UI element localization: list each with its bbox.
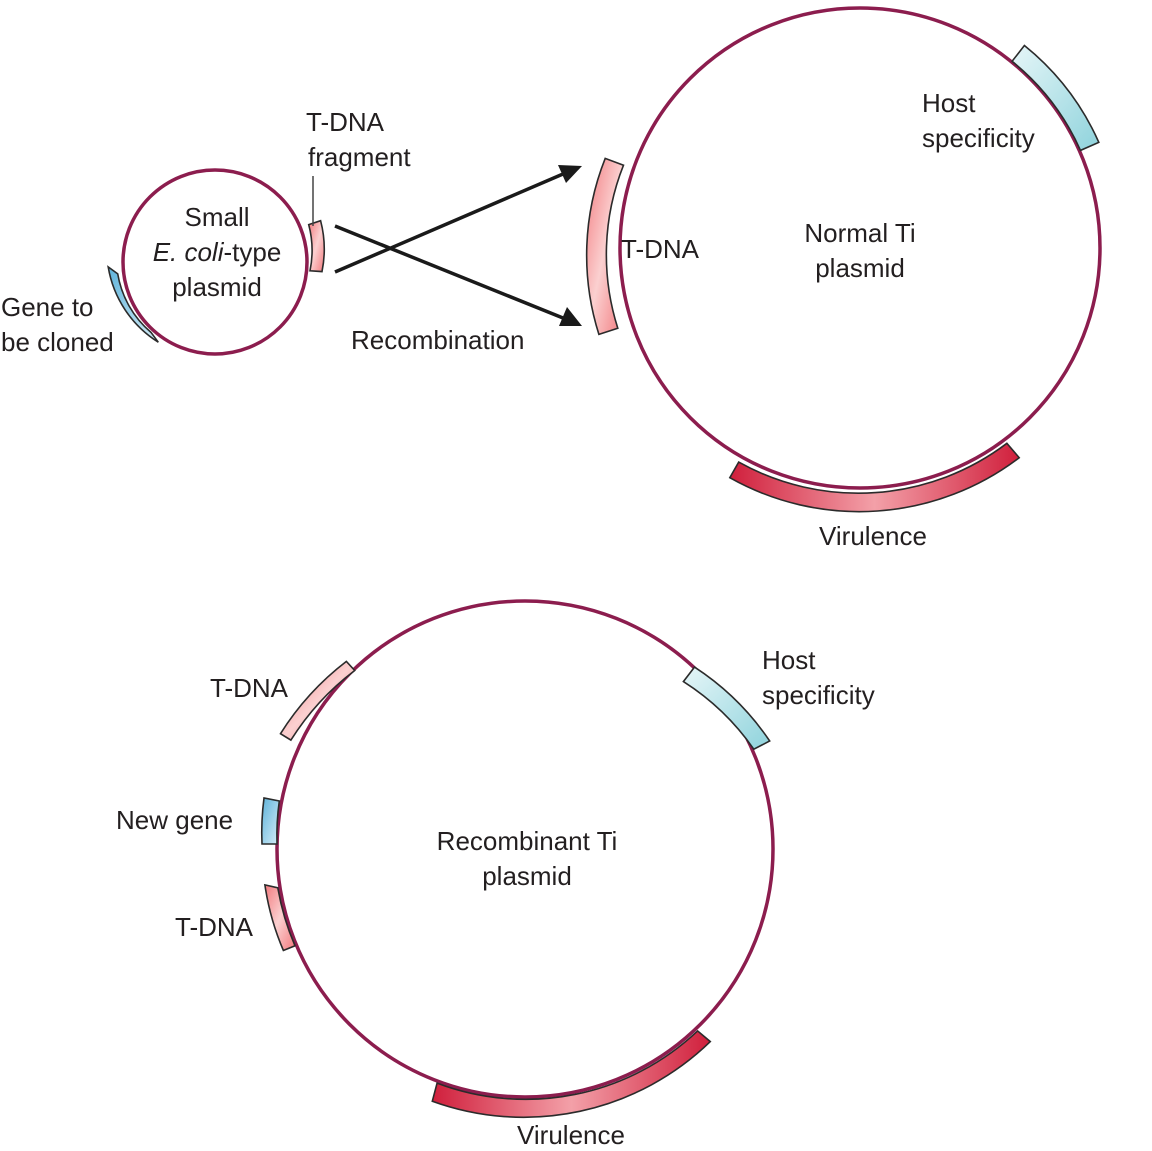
normal-tdna-label: T-DNA <box>621 234 700 264</box>
gene-to-be-cloned-segment <box>107 265 159 343</box>
normal-ti-plasmid: Normal Ti plasmid T-DNA Host specificity… <box>585 6 1102 551</box>
normal-virulence-label: Virulence <box>819 521 927 551</box>
svg-text:E. coli-type: E. coli-type <box>153 237 282 267</box>
recombinant-host-label-line2: specificity <box>762 680 875 710</box>
tdna-fragment-segment <box>307 219 326 273</box>
recombinant-ti-title-line1: Recombinant Ti <box>437 826 618 856</box>
normal-ti-ring <box>618 6 1102 490</box>
arrow-head-down <box>559 307 582 326</box>
normal-host-specificity-segment <box>1010 44 1100 152</box>
recombinant-new-gene-segment <box>260 797 281 845</box>
recombinant-tdna-top-label: T-DNA <box>210 673 289 703</box>
recombination-arrows: Recombination <box>334 165 582 355</box>
small-plasmid-ring <box>121 168 309 356</box>
small-plasmid: Small E. coli-type plasmid T-DNA fragmen… <box>1 107 411 357</box>
gene-to-be-cloned-label-line1: Gene to <box>1 292 94 322</box>
tdna-fragment-label-line2: fragment <box>308 142 411 172</box>
tdna-fragment-label-line1: T-DNA <box>306 107 385 137</box>
recombinant-host-specificity-segment <box>682 666 771 751</box>
arrow-line-up <box>334 172 564 274</box>
normal-host-label-line1: Host <box>922 88 976 118</box>
normal-virulence-segment <box>728 442 1021 513</box>
svg-text:Small: Small <box>184 202 249 232</box>
recombinant-virulence-segment <box>431 1029 712 1119</box>
recombinant-ti-title-line2: plasmid <box>482 861 572 891</box>
arrow-line-down <box>334 224 564 320</box>
recombinant-virulence-label: Virulence <box>517 1120 625 1150</box>
recombinant-tdna-bottom-label: T-DNA <box>175 912 254 942</box>
recombinant-new-gene-label: New gene <box>116 805 233 835</box>
normal-ti-title-line2: plasmid <box>815 253 905 283</box>
small-plasmid-title-rest: -type <box>224 237 282 267</box>
recombinant-tdna-bottom-segment <box>263 883 297 952</box>
arrow-head-up <box>558 165 582 183</box>
recombinant-host-label-line1: Host <box>762 645 816 675</box>
small-plasmid-title-line1: Small <box>184 202 249 232</box>
normal-host-label-line2: specificity <box>922 123 1035 153</box>
normal-ti-title-line1: Normal Ti <box>804 218 915 248</box>
gene-to-be-cloned-label-line2: be cloned <box>1 327 114 357</box>
recombination-label: Recombination <box>351 325 524 355</box>
recombinant-tdna-top-segment <box>279 660 356 742</box>
small-plasmid-title-italic: E. coli <box>153 237 225 267</box>
recombinant-ti-plasmid: Recombinant Ti plasmid T-DNA New gene T-… <box>116 599 875 1150</box>
recombinant-ti-ring <box>275 599 775 1099</box>
small-plasmid-title-line3: plasmid <box>172 272 262 302</box>
normal-tdna-segment <box>585 157 625 336</box>
